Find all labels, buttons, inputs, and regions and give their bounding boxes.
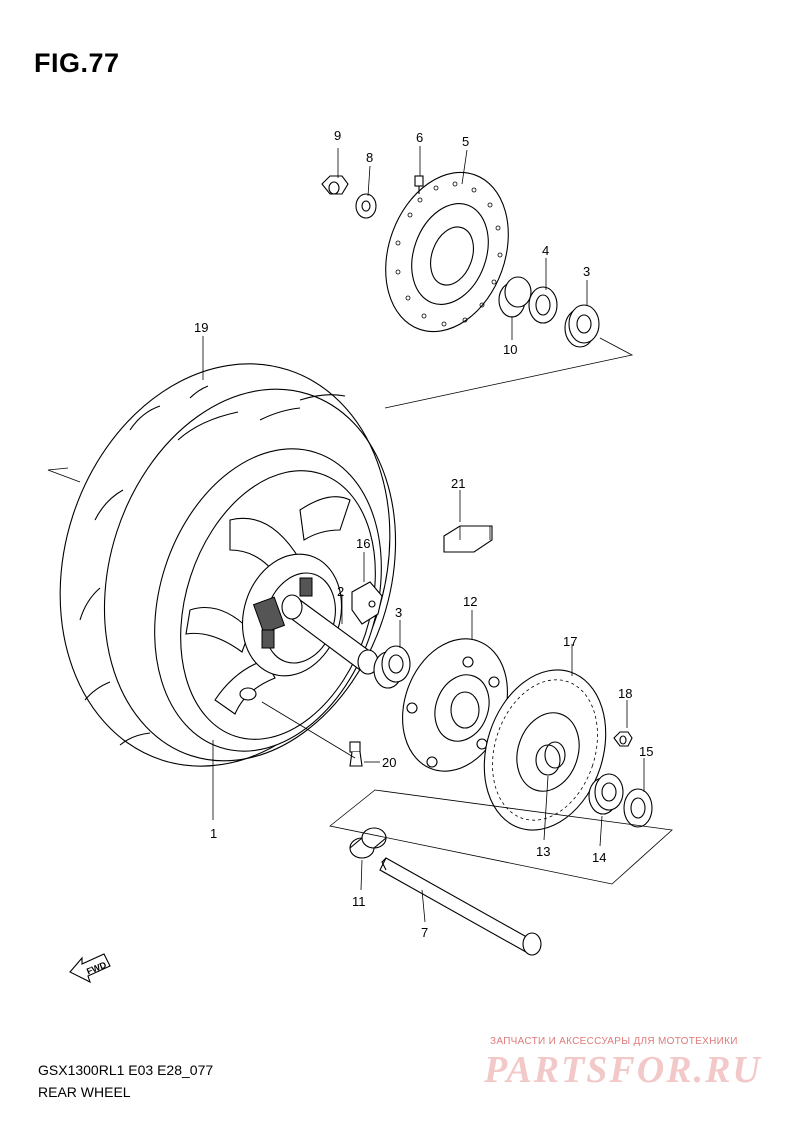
brake-disc — [385, 171, 509, 333]
figure-title: FIG.77 — [34, 48, 120, 78]
callout-19: 19 — [194, 320, 208, 335]
callout-5: 5 — [462, 134, 469, 149]
disc-nut — [321, 175, 349, 195]
callout-20: 20 — [382, 755, 396, 770]
model-code: GSX1300RL1 E03 E28_077 — [38, 1062, 214, 1078]
rear-wheel-rim — [154, 448, 382, 752]
axle-spacer — [281, 594, 379, 675]
callout-1: 1 — [210, 826, 217, 841]
damper-clip — [351, 581, 383, 625]
forward-direction-arrow: FWD — [69, 953, 111, 984]
disc-side-spacer — [498, 276, 532, 318]
watermark-brand: PARTSFOR.RU — [484, 1049, 762, 1091]
callout-17: 17 — [563, 634, 577, 649]
sprocket-mounting-drum — [402, 638, 508, 772]
callout-18: 18 — [618, 686, 632, 701]
drum-oil-seal — [623, 788, 653, 828]
callout-10: 10 — [503, 342, 517, 357]
callout-7: 7 — [421, 925, 428, 940]
disc-bolt — [414, 175, 424, 194]
callout-2: 2 — [337, 584, 344, 599]
assembly-guide-lines — [47, 337, 673, 885]
tire-valve — [349, 741, 363, 767]
drum-bearing — [588, 773, 624, 815]
axle-collar — [349, 827, 387, 859]
callout-11: 11 — [352, 894, 366, 909]
leader-lines — [202, 146, 645, 923]
wheel-bearing-right — [564, 304, 600, 348]
section-name: REAR WHEEL — [38, 1084, 131, 1100]
oil-seal — [528, 286, 558, 324]
callout-21: 21 — [451, 476, 465, 491]
callout-8: 8 — [366, 150, 373, 165]
callout-14: 14 — [592, 850, 606, 865]
wheel-damper — [443, 525, 493, 553]
watermark-tagline: ЗАПЧАСТИ И АКСЕССУАРЫ ДЛЯ МОТОТЕХНИКИ — [490, 1036, 738, 1047]
callout-16: 16 — [356, 536, 370, 551]
sprocket-nut — [613, 731, 633, 747]
callout-3-lower: 3 — [395, 605, 402, 620]
callout-3-upper: 3 — [583, 264, 590, 279]
callout-13: 13 — [536, 844, 550, 859]
rear-axle — [379, 857, 542, 956]
callout-4: 4 — [542, 243, 549, 258]
sprocket-spacer — [535, 741, 566, 776]
callout-9: 9 — [334, 128, 341, 143]
callout-12: 12 — [463, 594, 477, 609]
callout-15: 15 — [639, 744, 653, 759]
disc-washer — [355, 193, 377, 219]
callout-6: 6 — [416, 130, 423, 145]
wheel-bearing-left — [373, 645, 411, 689]
